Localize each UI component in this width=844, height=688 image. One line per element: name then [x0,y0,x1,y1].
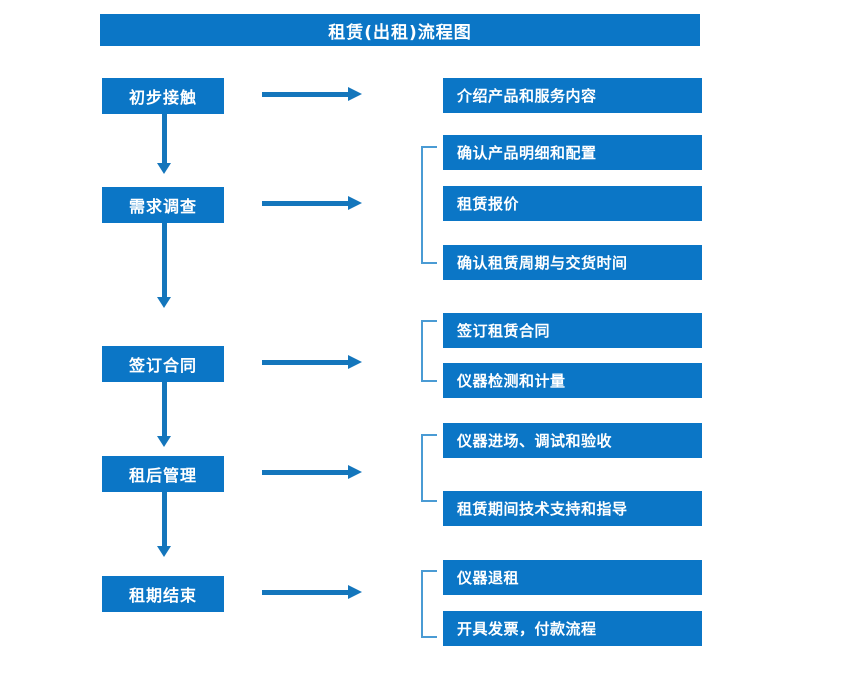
arrow-head [348,585,362,599]
arrow-shaft [162,223,167,298]
group-bracket [421,320,437,382]
arrow-head [348,465,362,479]
arrow-down-icon [157,114,171,174]
arrow-shaft [262,590,350,595]
group-bracket [421,434,437,502]
detail-box[interactable]: 仪器进场、调试和验收 [443,423,702,458]
detail-box[interactable]: 租赁报价 [443,186,702,221]
arrow-head [157,436,171,447]
arrow-right-icon [262,585,362,599]
detail-box[interactable]: 租赁期间技术支持和指导 [443,491,702,526]
arrow-head [348,87,362,101]
arrow-right-icon [262,355,362,369]
stage-box[interactable]: 需求调查 [102,187,224,223]
arrow-head [157,297,171,308]
arrow-shaft [262,92,350,97]
arrow-down-icon [157,382,171,447]
arrow-right-icon [262,87,362,101]
arrow-down-icon [157,223,171,308]
detail-box[interactable]: 介绍产品和服务内容 [443,78,702,113]
group-bracket [421,570,437,638]
stage-box[interactable]: 初步接触 [102,78,224,114]
arrow-shaft [262,360,350,365]
arrow-right-icon [262,196,362,210]
stage-box[interactable]: 租后管理 [102,456,224,492]
arrow-shaft [162,492,167,547]
detail-box[interactable]: 确认产品明细和配置 [443,135,702,170]
group-bracket [421,146,437,264]
arrow-head [348,196,362,210]
detail-box[interactable]: 确认租赁周期与交货时间 [443,245,702,280]
arrow-head [348,355,362,369]
arrow-shaft [262,470,350,475]
stage-box[interactable]: 签订合同 [102,346,224,382]
detail-box[interactable]: 仪器退租 [443,560,702,595]
stage-box[interactable]: 租期结束 [102,576,224,612]
detail-box[interactable]: 签订租赁合同 [443,313,702,348]
page-title: 租赁(出租)流程图 [100,14,700,46]
arrow-head [157,163,171,174]
arrow-right-icon [262,465,362,479]
arrow-down-icon [157,492,171,557]
detail-box[interactable]: 开具发票，付款流程 [443,611,702,646]
detail-box[interactable]: 仪器检测和计量 [443,363,702,398]
arrow-shaft [262,201,350,206]
arrow-head [157,546,171,557]
arrow-shaft [162,114,167,164]
arrow-shaft [162,382,167,437]
